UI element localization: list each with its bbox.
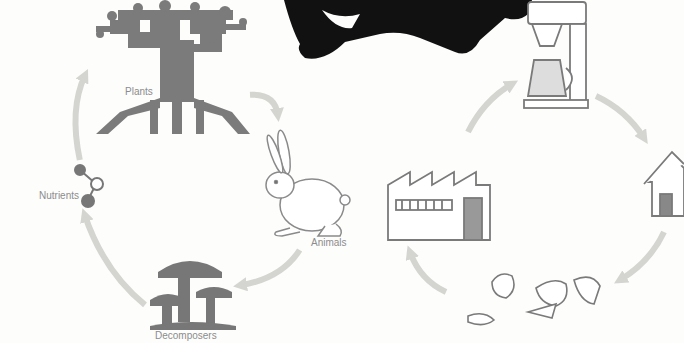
rabbit-icon <box>264 129 350 236</box>
cycle-arrow <box>85 215 145 305</box>
node-label: Plants <box>125 86 153 98</box>
house-icon <box>644 152 684 216</box>
mushroom-icon <box>150 261 236 330</box>
node-label: Decomposers <box>155 330 217 342</box>
ink-notch <box>322 10 360 28</box>
node-label: Nutrients <box>39 190 79 202</box>
tree-icon <box>96 0 250 134</box>
illustrated-node: Animals <box>255 115 350 250</box>
illustrated-node: Plants <box>85 5 250 135</box>
cycle-arrow <box>240 250 300 285</box>
cycle-arrow <box>410 84 664 292</box>
cycle-arrow <box>250 95 278 115</box>
cycle-arrow <box>75 75 85 160</box>
factory-icon <box>388 172 490 240</box>
illustrated-node: Nutrients <box>35 160 105 215</box>
node-label: Animals <box>311 237 347 249</box>
ink-blob <box>284 0 532 59</box>
coffee-maker-icon <box>524 2 588 108</box>
molecule-icon <box>75 165 103 207</box>
illustrated-node: Decomposers <box>145 250 240 343</box>
shards-icon <box>468 274 600 325</box>
